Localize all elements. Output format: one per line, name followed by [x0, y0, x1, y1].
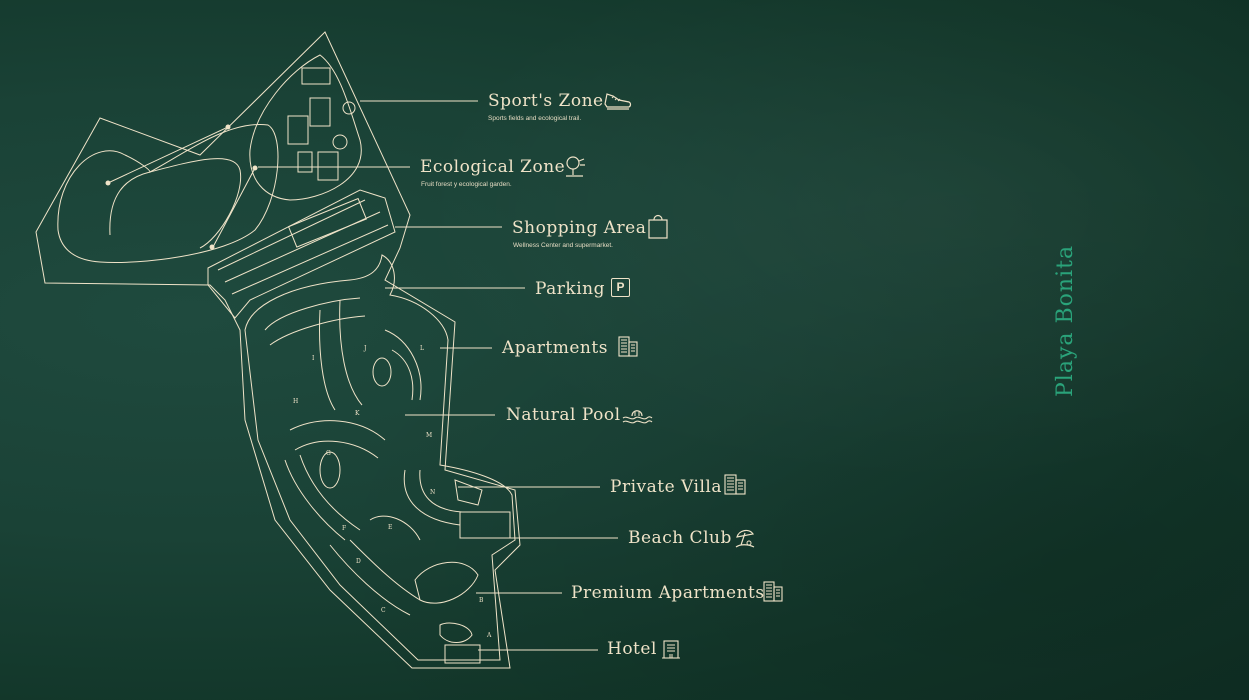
legend-label-parking: Parking: [535, 279, 606, 299]
legend-label-sports-zone: Sport's Zone: [488, 91, 604, 111]
leader-lines: [258, 100, 618, 651]
zone-letter-c: C: [381, 607, 386, 614]
trail-paths: [107, 126, 256, 248]
zone-letter-a: A: [486, 632, 492, 639]
hotel-icon: [662, 640, 680, 659]
hotel-building: [444, 644, 481, 664]
zone-letter-i: I: [312, 355, 315, 362]
legend-label-apartments: Apartments: [502, 338, 608, 358]
legend-sub-ecological-zone: Fruit forest y ecological garden.: [421, 181, 512, 188]
legend-sub-shopping-area: Wellness Center and supermarket.: [513, 242, 613, 249]
legend-label-natural-pool: Natural Pool: [506, 405, 621, 425]
villa-building-icon: [724, 474, 746, 495]
residential-ring: [244, 254, 516, 661]
pool-icon: [622, 410, 653, 424]
shopping-area-outline: [207, 189, 396, 319]
zone-letter-l: L: [420, 345, 424, 352]
brand-wordmark: Playa Bonita: [1053, 244, 1078, 397]
zone-letter-h: H: [293, 398, 298, 405]
legend-label-beach-club: Beach Club: [628, 528, 732, 548]
apartment-building-icon: [618, 336, 638, 357]
tree-icon: [566, 156, 585, 177]
zone-letters: A B C D E F G H I J K L M N: [293, 345, 492, 639]
legend-label-hotel: Hotel: [607, 639, 657, 659]
shopping-bag-icon: [648, 214, 668, 239]
sports-court: [301, 67, 331, 85]
zone-letter-n: N: [430, 489, 435, 496]
zone-letter-b: B: [479, 597, 484, 604]
legend-label-ecological-zone: Ecological Zone: [420, 157, 566, 177]
sports-zone-outline: [249, 54, 362, 201]
beach-club: [454, 479, 483, 506]
natural-pool: [372, 357, 392, 387]
trail-dots: [105, 124, 258, 250]
zone-letter-m: M: [426, 432, 432, 439]
beach-umbrella-icon: [735, 529, 755, 548]
parking-icon: P: [611, 278, 630, 297]
legend-label-premium-apartments: Premium Apartments: [571, 583, 765, 603]
zone-letter-j: J: [363, 345, 367, 352]
zone-letter-k: K: [355, 410, 360, 417]
zone-letter-e: E: [388, 524, 392, 531]
sneaker-icon: [604, 93, 632, 110]
ecological-trail: [57, 123, 279, 263]
premium-apartments-pool: [414, 561, 479, 604]
legend-label-private-villa: Private Villa: [610, 477, 722, 497]
legend-label-shopping-area: Shopping Area: [512, 218, 647, 238]
zone-letter-f: F: [342, 525, 346, 532]
zone-letter-d: D: [356, 558, 361, 565]
legend-sub-sports-zone: Sports fields and ecological trail.: [488, 115, 582, 122]
premium-building-icon: [763, 581, 783, 602]
map-outlines: [35, 31, 521, 669]
zone-letter-g: G: [326, 450, 331, 457]
